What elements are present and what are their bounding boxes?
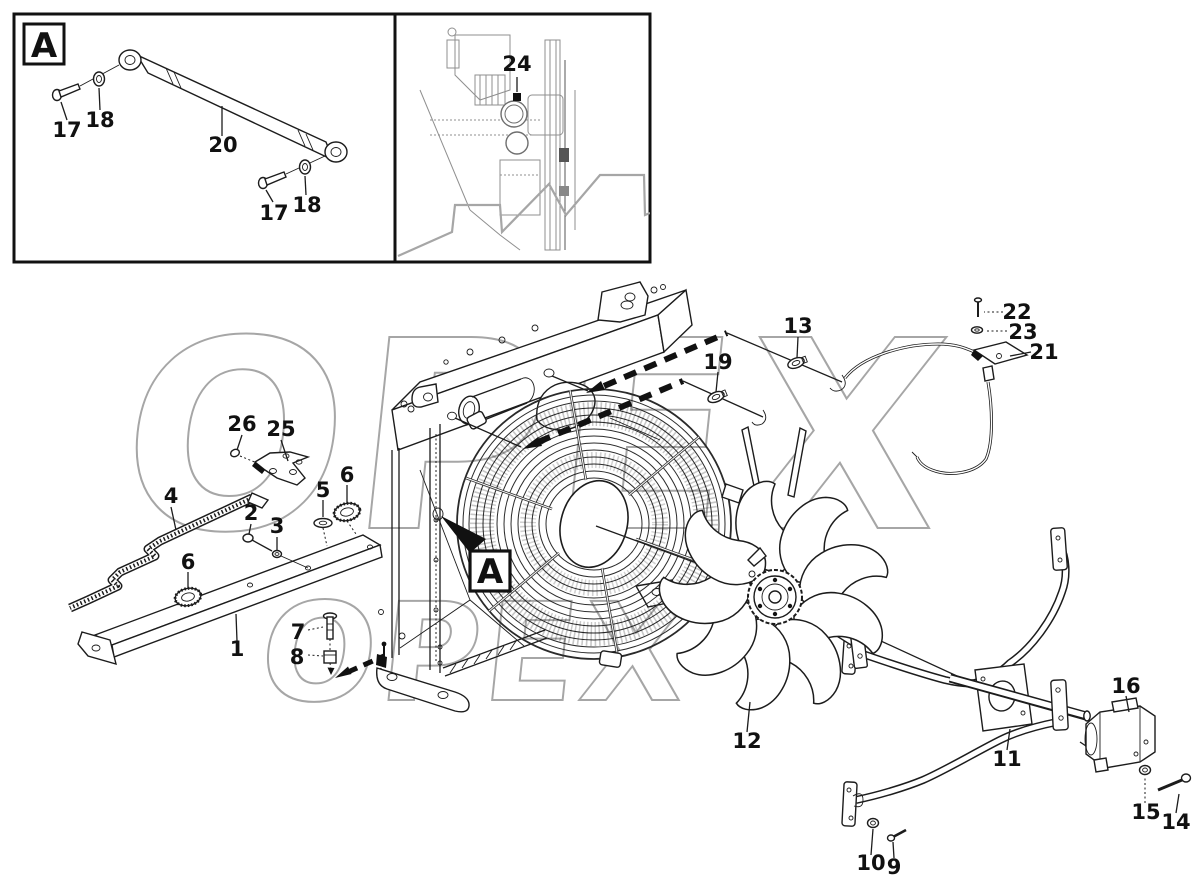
callout-21: 21 <box>1029 340 1058 364</box>
main-callout-letter: A <box>477 552 504 592</box>
callout-1: 1 <box>230 637 245 661</box>
hose-hardware <box>682 297 1029 475</box>
callout-19: 19 <box>703 350 732 374</box>
callout-25: 25 <box>266 417 295 441</box>
label-leaders <box>170 311 1180 859</box>
callout-16: 16 <box>1111 674 1140 698</box>
main-a-callout: A <box>432 507 512 593</box>
cooling-fan <box>653 425 896 720</box>
callout-3: 3 <box>270 514 285 538</box>
callout-2: 2 <box>244 501 259 525</box>
callout-8: 8 <box>290 645 305 669</box>
callout-20: 20 <box>208 133 237 157</box>
callout-6-left: 6 <box>181 550 196 574</box>
callout-12: 12 <box>732 729 761 753</box>
callout-7: 7 <box>291 620 306 644</box>
callout-4: 4 <box>164 484 179 508</box>
mount-parts <box>68 448 383 675</box>
callout-14: 14 <box>1161 810 1190 834</box>
callout-26: 26 <box>227 412 256 436</box>
callout-11: 11 <box>992 747 1021 771</box>
callout-5: 5 <box>316 478 331 502</box>
callout-18-lower: 18 <box>292 193 321 217</box>
inset-a-letter: A <box>31 26 58 66</box>
assembly-leader-lines <box>335 330 729 678</box>
radiator-assembly <box>376 281 693 713</box>
callout-23: 23 <box>1008 320 1037 344</box>
callout-6-right: 6 <box>340 463 355 487</box>
callout-13: 13 <box>783 314 812 338</box>
part-number-labels: 1 2 3 4 5 6 6 7 8 9 10 11 12 13 14 15 16… <box>164 300 1191 879</box>
callout-17-lower: 17 <box>259 201 288 225</box>
callout-9: 9 <box>887 855 902 879</box>
callout-22: 22 <box>1002 300 1031 324</box>
callout-10: 10 <box>856 851 885 875</box>
callout-18-upper: 18 <box>85 108 114 132</box>
callout-15: 15 <box>1131 800 1160 824</box>
callout-17-upper: 17 <box>52 118 81 142</box>
callout-24: 24 <box>502 52 531 76</box>
inset-a: A 17 18 20 17 18 <box>12 12 397 264</box>
inset-engine-view: 24 <box>393 12 652 264</box>
